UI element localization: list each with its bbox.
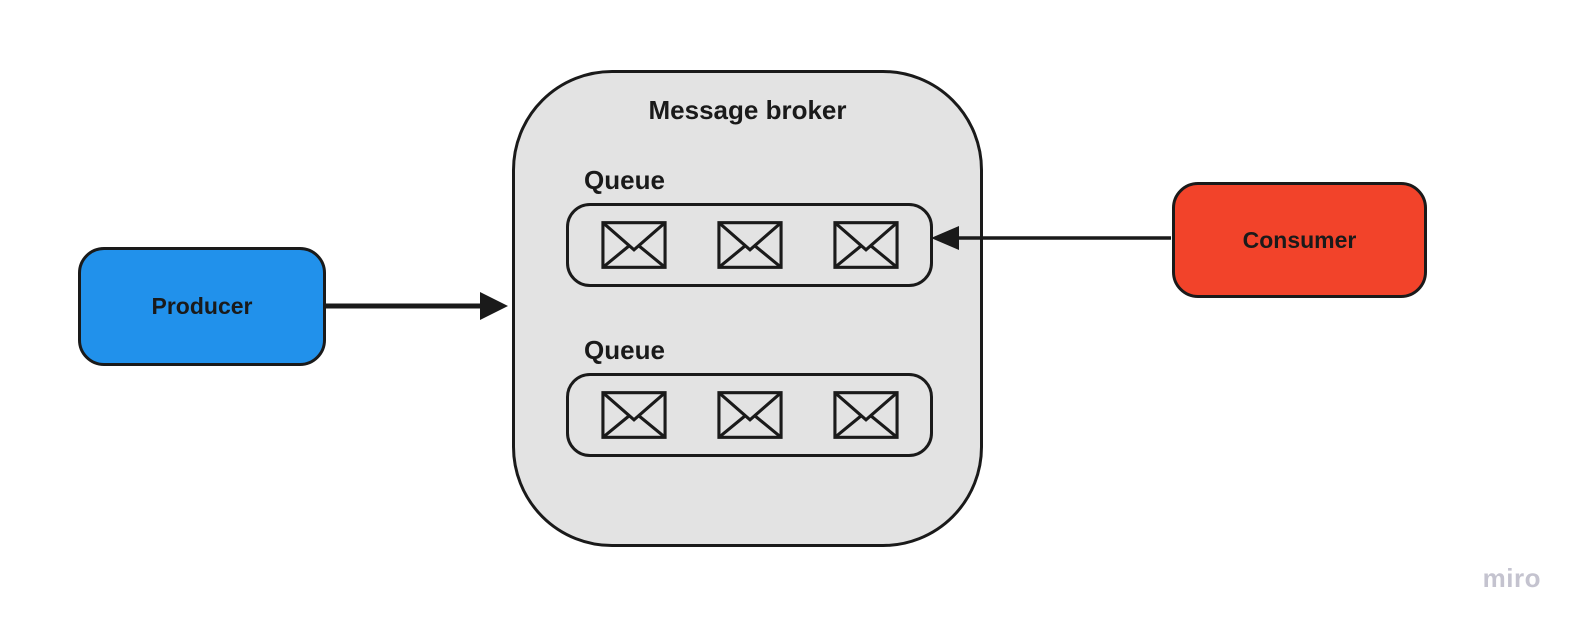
queue-group-2: Queue	[566, 335, 933, 457]
arrowhead-right-icon	[480, 292, 508, 320]
producer-node[interactable]: Producer	[78, 247, 326, 366]
miro-logo: miro	[1482, 563, 1541, 593]
envelope-icon[interactable]	[832, 390, 899, 440]
queue-label: Queue	[584, 165, 665, 195]
consumer-label: Consumer	[1242, 226, 1357, 253]
queue-box-2[interactable]	[566, 373, 933, 457]
producer-to-broker-arrow[interactable]	[326, 292, 508, 320]
envelope-icon[interactable]	[716, 220, 783, 270]
envelope-icon[interactable]	[832, 220, 899, 270]
envelope-icon[interactable]	[600, 390, 667, 440]
envelope-icon[interactable]	[716, 390, 783, 440]
broker-title: Message broker	[648, 95, 847, 125]
envelope-icon[interactable]	[600, 220, 667, 270]
queue-label: Queue	[584, 335, 665, 365]
message-broker-container[interactable]: Message broker Queue Queue	[512, 70, 983, 547]
queue-box-1[interactable]	[566, 203, 933, 287]
consumer-node[interactable]: Consumer	[1172, 182, 1427, 298]
queue-group-1: Queue	[566, 165, 933, 287]
producer-label: Producer	[151, 293, 253, 319]
